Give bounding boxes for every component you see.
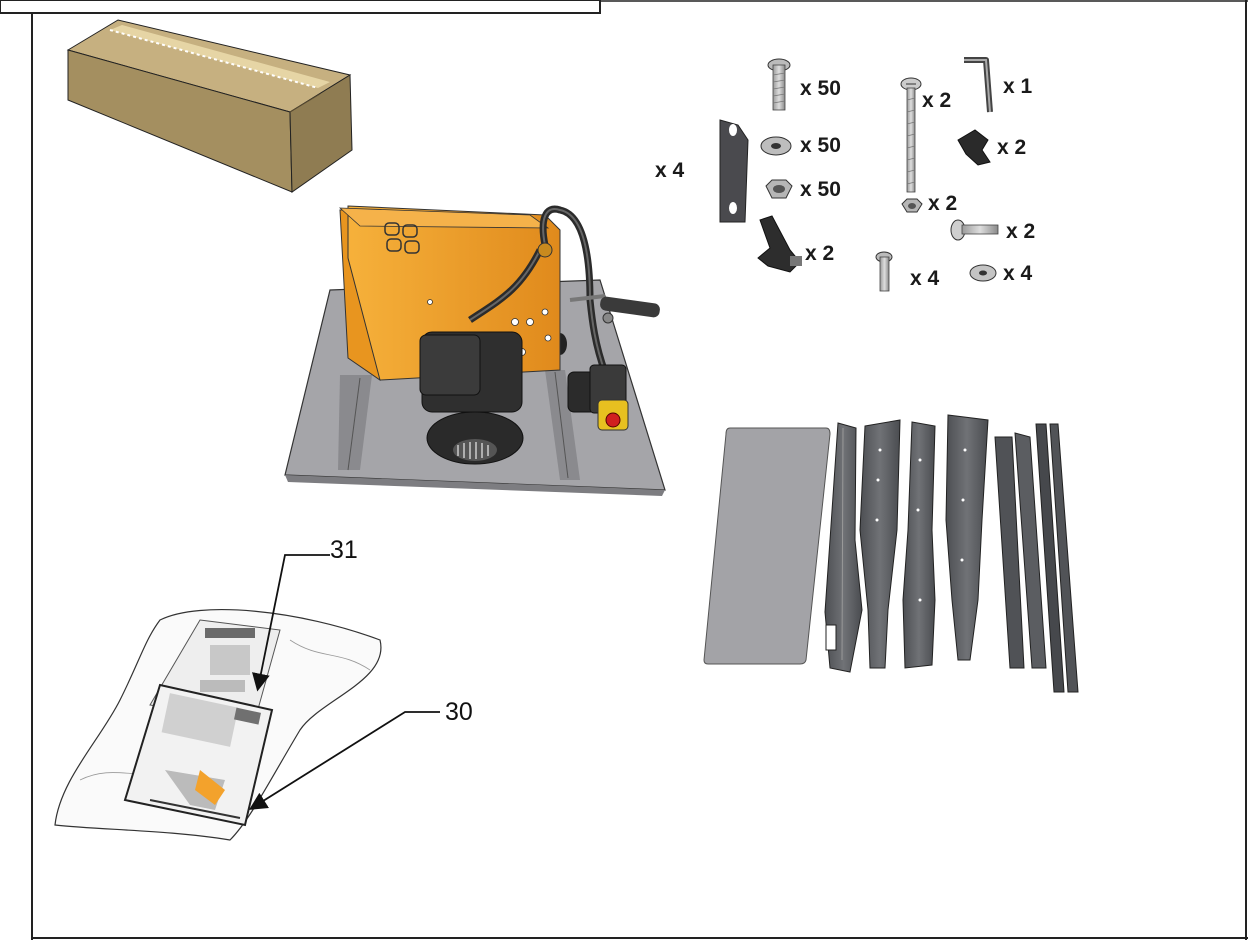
callout-30: 30 bbox=[248, 698, 473, 810]
nut-small-qty: x 2 bbox=[928, 192, 957, 215]
bolt-long-qty: x 50 bbox=[800, 77, 841, 100]
small-nut-icon bbox=[901, 198, 923, 213]
shipping-box bbox=[66, 19, 353, 193]
lever-handle-icon bbox=[757, 215, 802, 273]
short-bolt-icon bbox=[875, 251, 893, 292]
callout-31-label: 31 bbox=[330, 536, 358, 564]
small-washer-icon bbox=[969, 264, 997, 282]
hex-key-icon bbox=[964, 57, 993, 113]
documents-bag bbox=[54, 609, 382, 841]
hardware-kit: x 50 x 50 x 50 x 4 x 2 bbox=[655, 57, 1035, 292]
callout-31: 31 bbox=[252, 536, 358, 692]
hex-key-qty: x 1 bbox=[1003, 75, 1033, 98]
washer-small-qty: x 4 bbox=[1003, 262, 1033, 285]
saw-base-unit bbox=[284, 205, 666, 496]
knob-icon bbox=[957, 129, 991, 166]
hex-bolt-icon bbox=[767, 58, 791, 111]
washer-icon bbox=[760, 136, 792, 156]
callout-30-label: 30 bbox=[445, 698, 473, 726]
bracket-icon bbox=[719, 119, 749, 223]
machine-screw-icon bbox=[900, 77, 922, 193]
carriage-bolt-icon bbox=[950, 219, 999, 241]
nut-qty: x 50 bbox=[800, 178, 841, 201]
lever-handle-qty: x 2 bbox=[805, 242, 834, 265]
washer-large-qty: x 50 bbox=[800, 134, 841, 157]
bolt-short-qty: x 4 bbox=[910, 267, 940, 290]
carriage-bolt-qty: x 2 bbox=[1006, 220, 1035, 243]
screw-long-qty: x 2 bbox=[922, 89, 951, 112]
knob-qty: x 2 bbox=[997, 136, 1026, 159]
manual-booklet bbox=[123, 683, 274, 827]
hex-nut-icon bbox=[765, 179, 793, 199]
bracket-qty: x 4 bbox=[655, 159, 685, 182]
stand-parts bbox=[703, 414, 1079, 693]
